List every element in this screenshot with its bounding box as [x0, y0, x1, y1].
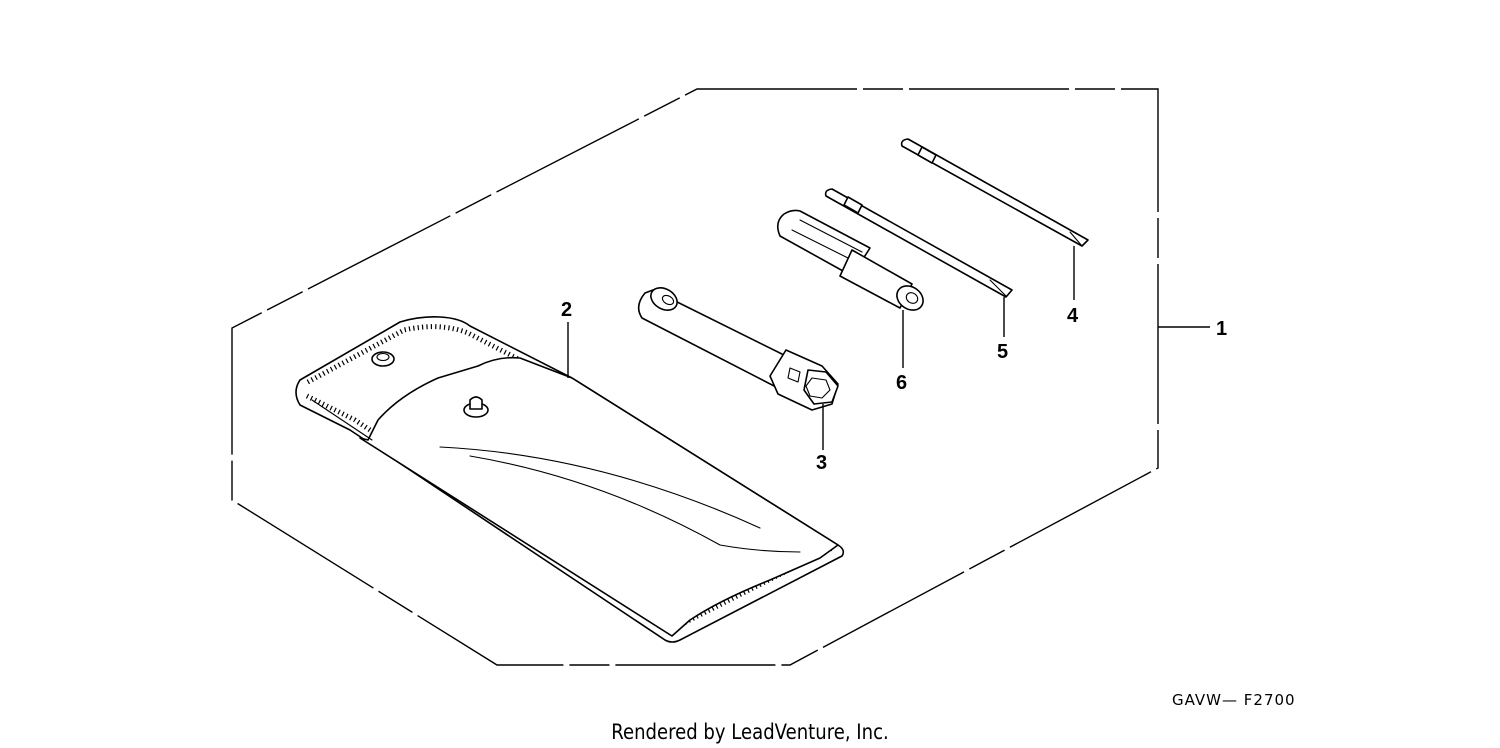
screwdriver-tip-4-illustration [900, 138, 1089, 247]
tool-bag-inner-edge [311, 399, 373, 441]
wrench-tube [637, 289, 791, 389]
kit-boundary-outline [231, 88, 1159, 666]
screwdriver-tip-5-illustration [824, 188, 1013, 298]
handle-shank [839, 249, 913, 309]
diagram-code: GAVW— F2700 [1172, 691, 1296, 709]
handle-socket-end [896, 285, 924, 311]
tool-bag-fold-line [439, 446, 761, 529]
snap-socket-icon [371, 351, 395, 367]
tool-bag-flap [359, 356, 839, 637]
callout-1-tool-set: 1 [1216, 318, 1227, 340]
tip-5-shaft [824, 188, 1013, 298]
callout-4-screwdriver-tip: 4 [1067, 305, 1079, 327]
callout-6-screwdriver-handle: 6 [896, 372, 907, 394]
wrench-logo-mark [787, 367, 801, 383]
credit-text: Rendered by LeadVenture, Inc. [611, 720, 889, 745]
tip-5-collar [843, 196, 863, 214]
tip-4-shaft [900, 138, 1089, 247]
tip-4-collar [917, 146, 937, 164]
screwdriver-handle-illustration [776, 209, 924, 311]
spark-plug-wrench-illustration [637, 287, 839, 411]
callout-3-spark-plug-wrench: 3 [816, 452, 827, 474]
tool-bag-fold-line-lower [469, 455, 801, 553]
callout-5-screwdriver-tip: 5 [997, 341, 1008, 363]
callout-2-tool-bag: 2 [561, 299, 572, 321]
tool-bag-illustration [295, 316, 845, 643]
